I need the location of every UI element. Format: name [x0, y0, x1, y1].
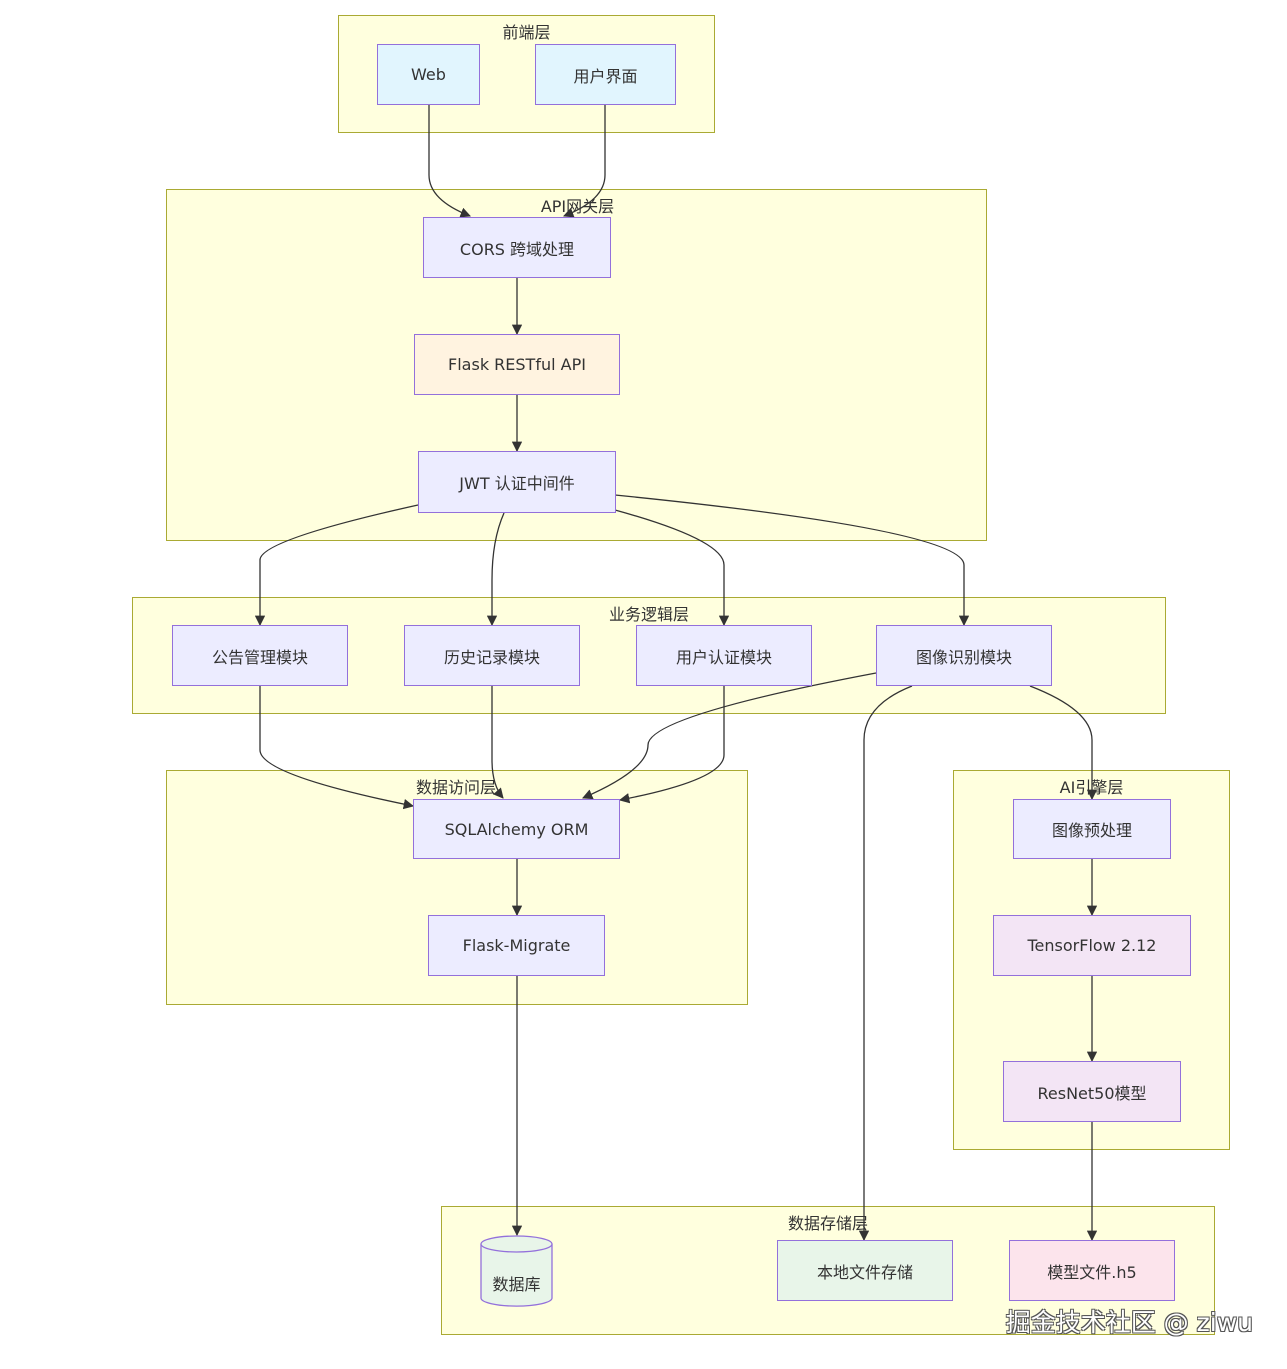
- cluster-gateway-title: API网关层: [540, 197, 615, 216]
- edge-web-cors: [428, 104, 471, 218]
- cluster-business-title: 业务逻辑层: [608, 605, 689, 624]
- node-flask-api[interactable]: Flask RESTful API: [414, 334, 620, 395]
- cluster-storage-title: 数据存储层: [787, 1214, 868, 1233]
- edge-jwt-history: [486, 512, 505, 627]
- node-web[interactable]: Web: [377, 44, 480, 105]
- node-migrate[interactable]: Flask-Migrate: [428, 915, 605, 976]
- node-local-storage[interactable]: 本地文件存储: [777, 1240, 953, 1301]
- edge-ui-cors: [563, 104, 606, 218]
- database-cylinder: [480, 1235, 553, 1307]
- edge-recognition-local: [858, 685, 913, 1242]
- node-database[interactable]: 数据库: [492, 1275, 541, 1294]
- watermark: 掘金技术社区 @ ziwu: [1005, 1308, 1253, 1337]
- edge-jwt-notice: [254, 504, 419, 627]
- edge-recognition-orm: [582, 672, 877, 800]
- node-resnet[interactable]: ResNet50模型: [1003, 1061, 1181, 1122]
- node-auth[interactable]: 用户认证模块: [636, 625, 812, 686]
- edge-recognition-preprocess: [1029, 685, 1098, 801]
- node-history[interactable]: 历史记录模块: [404, 625, 580, 686]
- node-recognition[interactable]: 图像识别模块: [876, 625, 1052, 686]
- cluster-frontend-title: 前端层: [502, 23, 551, 42]
- node-ui[interactable]: 用户界面: [535, 44, 676, 105]
- node-jwt[interactable]: JWT 认证中间件: [418, 451, 616, 513]
- edge-jwt-recognition: [614, 494, 970, 627]
- node-orm[interactable]: SQLAlchemy ORM: [413, 799, 620, 859]
- edge-jwt-auth: [614, 509, 730, 627]
- cluster-data-access-title: 数据访问层: [415, 778, 496, 797]
- edge-notice-orm: [259, 686, 415, 810]
- node-tensorflow[interactable]: TensorFlow 2.12: [993, 915, 1191, 976]
- node-notice[interactable]: 公告管理模块: [172, 625, 348, 686]
- node-model-file[interactable]: 模型文件.h5: [1009, 1240, 1175, 1301]
- edge-history-orm: [491, 686, 504, 799]
- node-cors[interactable]: CORS 跨域处理: [423, 217, 611, 278]
- node-preprocess[interactable]: 图像预处理: [1013, 799, 1171, 859]
- edge-auth-orm: [618, 686, 725, 804]
